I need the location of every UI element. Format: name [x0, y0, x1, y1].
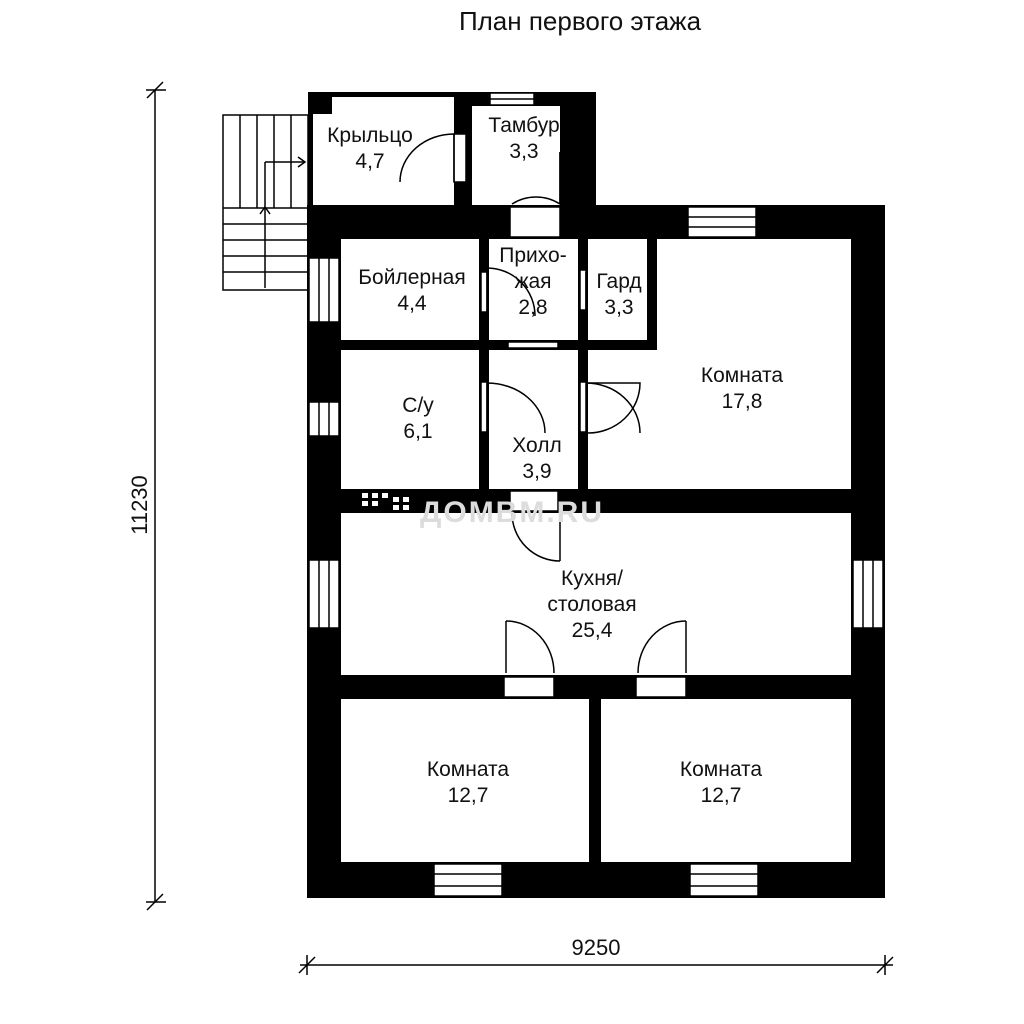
door-openings: [453, 133, 687, 698]
plan-title: План первого этажа: [459, 6, 702, 36]
room-name: Гард: [596, 270, 641, 293]
room-area: 12,7: [701, 784, 742, 807]
room-name: Комната: [701, 364, 784, 387]
room-area: 4,4: [397, 292, 427, 315]
room-boiler: Бойлерная 4,4: [358, 266, 465, 315]
windows: [308, 92, 884, 897]
room-prihozhaya: Прихо- жая 2,8: [499, 244, 566, 319]
room-name: Комната: [427, 758, 510, 781]
room-name: Бойлерная: [358, 266, 465, 289]
room-holl: Холл 3,9: [512, 434, 562, 483]
room-name: Тамбур: [488, 114, 559, 137]
dimension-height: [146, 81, 166, 911]
room-name-line2: жая: [514, 270, 551, 293]
ventilation-ducts: [362, 493, 409, 510]
room-area: 25,4: [572, 619, 613, 642]
dimension-height-label: 11230: [127, 475, 152, 535]
room-area: 4,7: [355, 150, 384, 173]
porch-stairs: [222, 114, 309, 291]
room-komnata-right: Комната 12,7: [680, 758, 763, 807]
door-swings: [399, 133, 687, 674]
room-tambur: Тамбур 3,3: [488, 114, 559, 163]
room-name: С/у: [402, 394, 434, 417]
room-name-line2: столовая: [547, 593, 636, 616]
porch-walls: [308, 92, 596, 210]
room-name-line1: Кухня/: [561, 567, 623, 590]
interior-walls: [341, 239, 851, 862]
room-name: Крыльцо: [327, 124, 413, 147]
watermark: ДОМВМ.RU: [420, 496, 604, 529]
room-area: 17,8: [722, 390, 763, 413]
room-area: 3,3: [604, 296, 633, 319]
room-area: 12,7: [448, 784, 489, 807]
room-area: 2,8: [518, 296, 547, 319]
dimension-width-label: 9250: [572, 935, 621, 960]
room-komnata-large: Комната 17,8: [701, 364, 784, 413]
room-area: 3,3: [509, 140, 538, 163]
room-su: С/у 6,1: [402, 394, 434, 443]
room-area: 6,1: [403, 420, 432, 443]
room-krylco: Крыльцо 4,7: [327, 124, 413, 173]
room-name-line1: Прихо-: [499, 244, 566, 267]
room-komnata-left: Комната 12,7: [427, 758, 510, 807]
dimension-width: [298, 955, 894, 975]
room-gard: Гард 3,3: [596, 270, 641, 319]
room-name: Холл: [512, 434, 562, 457]
room-area: 3,9: [522, 460, 551, 483]
room-name: Комната: [680, 758, 763, 781]
room-kuhnya: Кухня/ столовая 25,4: [547, 567, 636, 642]
